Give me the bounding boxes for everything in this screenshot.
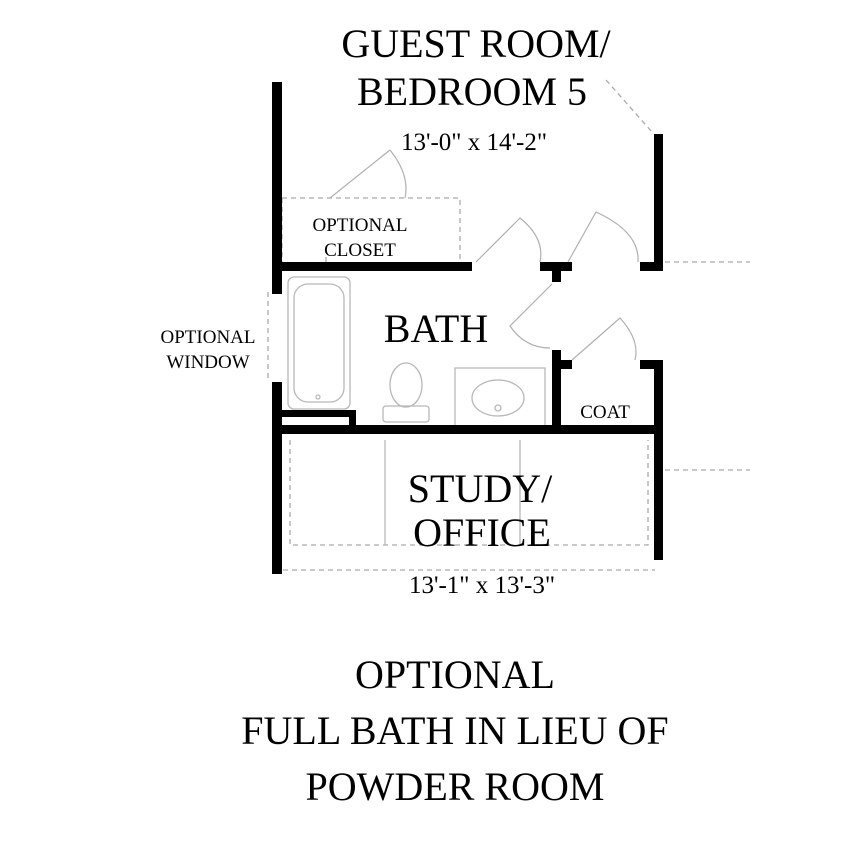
bath-label: BATH: [384, 306, 488, 351]
vanity: [454, 367, 546, 429]
sink: [471, 379, 525, 417]
coat-label: COAT: [580, 402, 630, 423]
bath-fixtures: [287, 276, 546, 429]
walls: [272, 82, 663, 574]
optional-closet-label-line1: OPTIONAL: [313, 215, 408, 236]
door-swings: [475, 211, 639, 361]
bathtub: [287, 276, 351, 410]
caption-line1: OPTIONAL: [355, 652, 555, 697]
optional-window-label-line2: WINDOW: [166, 352, 249, 373]
guest-room-label-line2: BEDROOM 5: [357, 69, 587, 114]
guest-room-dimensions: 13'-0" x 14'-2": [401, 129, 547, 156]
caption-line2: FULL BATH IN LIEU OF: [241, 708, 668, 753]
study-dimensions: 13'-1" x 13'-3": [409, 572, 555, 599]
optional-window-label-line1: OPTIONAL: [161, 327, 256, 348]
caption-line3: POWDER ROOM: [306, 764, 605, 809]
toilet: [389, 362, 423, 408]
optional-closet-label-line2: CLOSET: [324, 240, 396, 261]
study-label-line1: STUDY/: [408, 466, 553, 511]
guest-room-label-line1: GUEST ROOM/: [341, 21, 611, 66]
study-label-line2: OFFICE: [413, 510, 551, 555]
